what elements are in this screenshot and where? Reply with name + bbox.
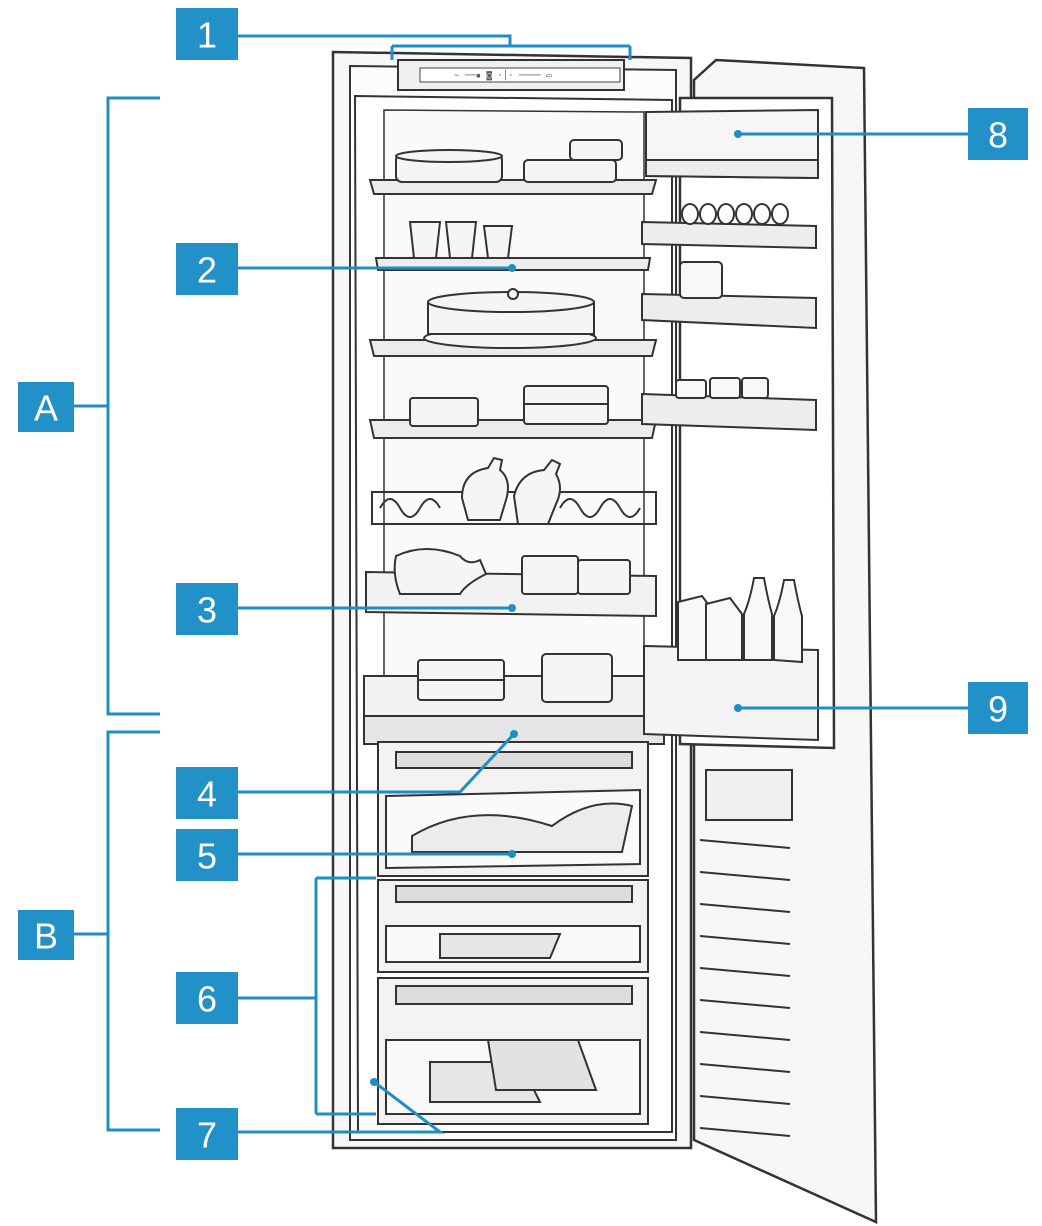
callout-5-label: 5 bbox=[197, 836, 217, 877]
callout-5: 5 bbox=[176, 829, 238, 881]
callout-7-label: 7 bbox=[197, 1115, 217, 1156]
bottle-rack bbox=[371, 491, 657, 525]
callout-6-label: 6 bbox=[197, 979, 217, 1020]
callout-7: 7 bbox=[176, 1108, 238, 1160]
svg-text:~ ──▪ ◙ ·│· ──── ▭: ~ ──▪ ◙ ·│· ──── ▭ bbox=[454, 69, 552, 81]
callout-8: 8 bbox=[968, 108, 1028, 160]
zone-b-label: B bbox=[34, 916, 58, 957]
callout-3: 3 bbox=[176, 583, 238, 635]
callout-6: 6 bbox=[176, 972, 238, 1024]
callout-3-label: 3 bbox=[197, 590, 217, 631]
callout-9: 9 bbox=[968, 682, 1028, 734]
control-panel: ~ ──▪ ◙ ·│· ──── ▭ bbox=[397, 59, 625, 91]
leader-dots bbox=[370, 130, 742, 1086]
callout-1: 1 bbox=[176, 8, 238, 60]
zone-a-label: A bbox=[34, 388, 58, 429]
shelf-items bbox=[393, 139, 631, 703]
callout-9-label: 9 bbox=[988, 689, 1008, 730]
zone-b-callout: B bbox=[18, 910, 74, 960]
callout-4-label: 4 bbox=[197, 774, 217, 815]
leader-lines bbox=[74, 34, 968, 1134]
drawers bbox=[377, 741, 649, 1125]
callout-4: 4 bbox=[176, 767, 238, 819]
callout-2-label: 2 bbox=[197, 250, 217, 291]
zone-a-callout: A bbox=[18, 382, 74, 432]
callout-2: 2 bbox=[176, 243, 238, 295]
door-shelves bbox=[641, 108, 819, 742]
callout-8-label: 8 bbox=[988, 115, 1008, 156]
callout-1-label: 1 bbox=[197, 15, 217, 56]
